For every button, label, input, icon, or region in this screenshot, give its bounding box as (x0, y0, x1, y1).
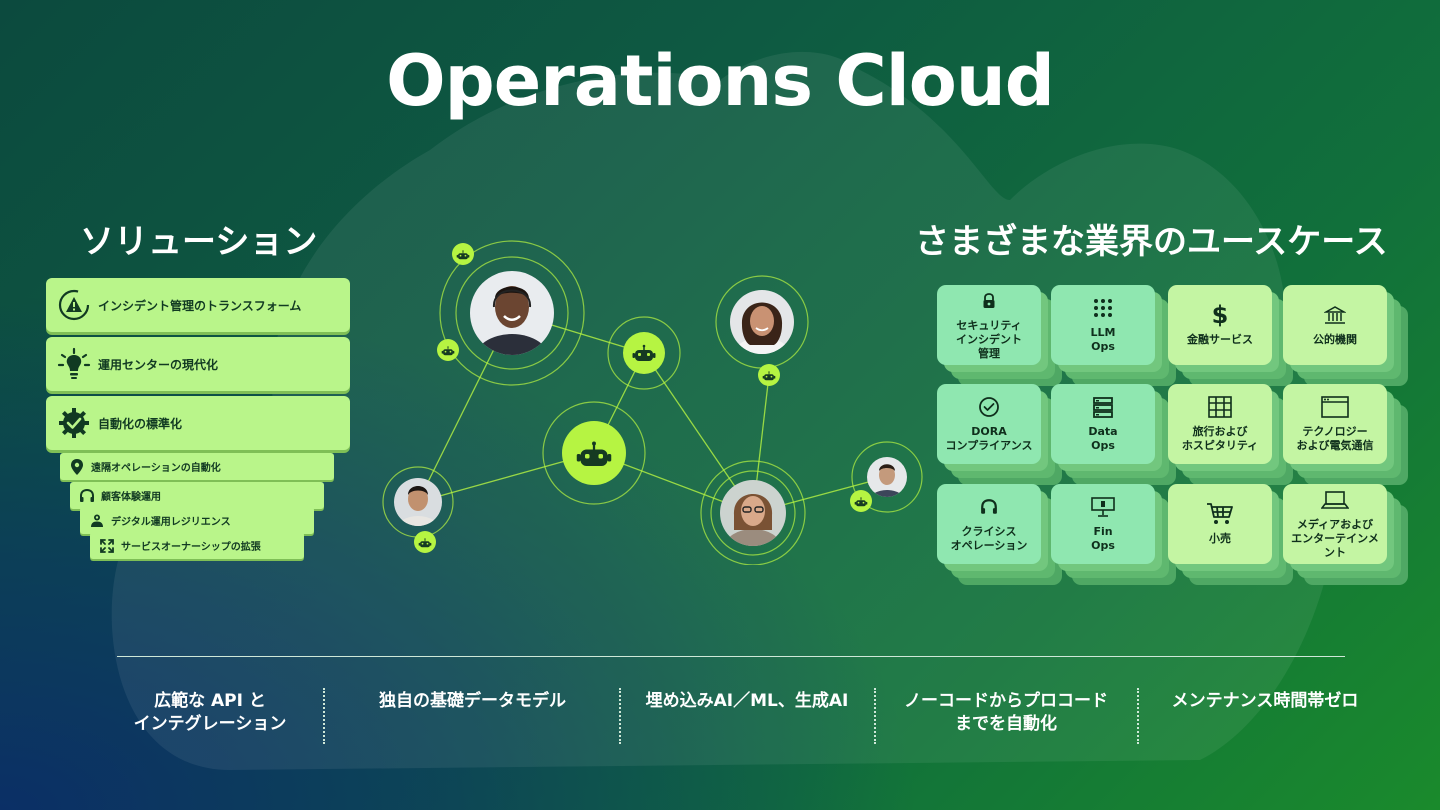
check-circle-icon (978, 395, 1000, 419)
headset-icon (78, 487, 96, 505)
solution-label: デジタル運用レジリエンス (111, 517, 231, 528)
lock-icon (982, 289, 996, 313)
use-case-crisis-operations[interactable]: クライシス オペレーション (937, 484, 1062, 585)
use-case-media-entertainment[interactable]: メディアおよび エンターテインメ ント (1283, 484, 1408, 585)
lightbulb-icon (56, 346, 92, 382)
shield-user-icon (88, 512, 106, 530)
solution-label: インシデント管理のトランスフォーム (98, 298, 302, 313)
use-case-label: DORA コンプライアンス (945, 425, 1033, 452)
laptop-icon (1321, 488, 1349, 512)
solution-label: 運用センターの現代化 (98, 357, 219, 372)
use-case-label: 旅行および ホスピタリティ (1181, 425, 1259, 452)
feature-zero-maintenance: メンテナンス時間帯ゼロ (1171, 691, 1359, 711)
solution-label: 顧客体験運用 (101, 492, 161, 503)
use-case-label: メディアおよび エンターテインメ ント (1291, 518, 1379, 559)
government-building-icon (1324, 303, 1346, 327)
use-case-fin-ops[interactable]: Fin Ops (1051, 484, 1176, 585)
warning-transform-icon (56, 287, 92, 323)
use-case-dora-compliance[interactable]: DORA コンプライアンス (937, 384, 1062, 485)
use-case-travel-hospitality[interactable]: 旅行および ホスピタリティ (1168, 384, 1293, 485)
use-case-label: 公的機関 (1313, 333, 1357, 346)
use-case-label: Data Ops (1088, 425, 1118, 452)
expand-icon (98, 537, 116, 555)
use-case-financial-services[interactable]: $ 金融サービス (1168, 285, 1293, 386)
use-case-label: 小売 (1209, 532, 1231, 545)
dollar-icon: $ (1211, 301, 1229, 329)
solution-label: 自動化の標準化 (98, 416, 183, 431)
use-case-label: LLM Ops (1090, 326, 1116, 353)
use-case-retail[interactable]: 小売 (1168, 484, 1293, 585)
solutions-heading: ソリューション (80, 222, 318, 262)
solution-label: サービスオーナーシップの拡張 (121, 542, 261, 553)
browser-window-icon (1320, 395, 1350, 419)
solution-operations-center[interactable]: 運用センターの現代化 (46, 337, 350, 391)
use-case-label: Fin Ops (1091, 525, 1115, 552)
solution-remote-operations[interactable]: 遠隔オペレーションの自動化 (60, 453, 334, 480)
database-icon (1092, 395, 1114, 419)
use-case-label: テクノロジー および電気通信 (1296, 425, 1374, 452)
use-cases-heading: さまざまな業界のユースケース (915, 222, 1388, 262)
use-case-llm-ops[interactable]: LLM Ops (1051, 285, 1176, 386)
use-case-label: セキュリティ インシデント 管理 (956, 319, 1022, 360)
use-case-data-ops[interactable]: Data Ops (1051, 384, 1176, 485)
grid-dots-icon (1093, 296, 1113, 320)
headset-icon (980, 495, 998, 519)
use-case-label: クライシス オペレーション (950, 525, 1028, 552)
feature-data-model: 独自の基礎データモデル (379, 691, 566, 711)
presentation-board-icon (1090, 495, 1116, 519)
features-divider (117, 656, 1345, 657)
network-diagram (382, 240, 923, 565)
page-title: Operations Cloud (386, 40, 1055, 122)
feature-separator (1137, 688, 1139, 744)
use-case-technology-telecom[interactable]: テクノロジー および電気通信 (1283, 384, 1408, 485)
solution-customer-experience[interactable]: 顧客体験運用 (70, 482, 324, 509)
shopping-cart-icon (1206, 502, 1234, 526)
solution-service-ownership[interactable]: サービスオーナーシップの拡張 (90, 532, 304, 559)
feature-embedded-ai: 埋め込みAI／ML、生成AI (645, 691, 849, 711)
feature-separator (323, 688, 325, 744)
feature-no-code-automation: ノーコードからプロコード までを自動化 (904, 691, 1108, 734)
use-case-label: 金融サービス (1187, 333, 1253, 346)
location-pin-icon (68, 458, 86, 476)
use-case-security-incident[interactable]: セキュリティ インシデント 管理 (937, 285, 1062, 386)
gear-check-icon (56, 405, 92, 441)
solution-label: 遠隔オペレーションの自動化 (91, 463, 221, 474)
solution-incident-management[interactable]: インシデント管理のトランスフォーム (46, 278, 350, 332)
feature-separator (619, 688, 621, 744)
feature-separator (874, 688, 876, 744)
feature-api-integration: 広範な API と インテグレーション (133, 691, 287, 734)
use-case-public-sector[interactable]: 公的機関 (1283, 285, 1408, 386)
solution-automation-standardization[interactable]: 自動化の標準化 (46, 396, 350, 450)
solution-digital-resilience[interactable]: デジタル運用レジリエンス (80, 507, 314, 534)
building-icon (1207, 395, 1233, 419)
